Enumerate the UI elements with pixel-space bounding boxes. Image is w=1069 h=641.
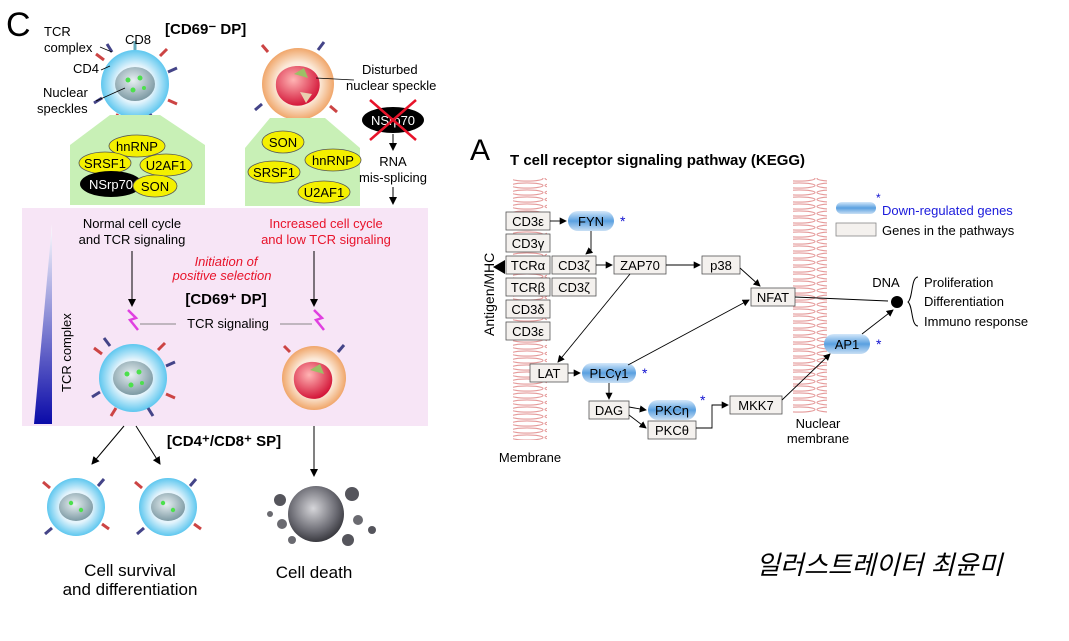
legend-pathway-genes: Genes in the pathways <box>882 223 1015 238</box>
outcome-differentiation: Differentiation <box>924 294 1004 309</box>
star-plcg1: * <box>642 365 648 381</box>
signal-bolt-right <box>313 309 325 331</box>
cross-mark <box>369 99 417 141</box>
cd69pos-title: [CD69⁺ DP] <box>185 291 266 308</box>
rna-label: RNA <box>379 154 407 169</box>
outcome-proliferation: Proliferation <box>924 275 993 290</box>
box-mkk7: MKK7 <box>738 398 773 413</box>
label-tcr: TCR <box>44 24 71 39</box>
factor-srsf1-right: SRSF1 <box>253 165 295 180</box>
outcome-brace <box>907 276 919 327</box>
normal-cycle-2: and TCR signaling <box>79 232 186 247</box>
signal-bolt-left <box>127 309 139 331</box>
survival-2: and differentiation <box>63 580 198 599</box>
box-cd3e-top: CD3ε <box>512 214 544 229</box>
tcr-complex-gradient-label: TCR complex <box>59 313 74 392</box>
cd69pos-disturbed-cell <box>282 344 346 410</box>
cell-part-labels: TCR complex CD8 CD4 Nuclear speckles <box>37 24 151 116</box>
label-disturbed: Disturbed <box>362 62 418 77</box>
label-complex: complex <box>44 40 93 55</box>
sp-cell-2 <box>134 478 202 536</box>
box-cd3z-1: CD3ζ <box>558 258 590 273</box>
factor-hnrnp-left: hnRNP <box>116 139 158 154</box>
pathway-boxes: CD3ε CD3γ TCRα TCRβ CD3δ CD3ε CD3ζ CD3ζ … <box>505 211 796 440</box>
tcr-gradient-triangle <box>34 224 52 424</box>
tcr-signaling-label: TCR signaling <box>187 316 269 331</box>
dna-dot <box>891 296 903 308</box>
sp-cell-1 <box>42 478 110 536</box>
box-nfat: NFAT <box>757 290 789 305</box>
box-dag: DAG <box>595 403 623 418</box>
legend-pill-swatch <box>836 202 876 214</box>
label-nuclear: Nuclear <box>43 85 88 100</box>
dna-label: DNA <box>872 275 900 290</box>
nuclear-membrane <box>793 178 827 413</box>
box-tcra: TCRα <box>511 258 546 273</box>
panel-a-letter: A <box>470 134 490 167</box>
nuclear-label-2: membrane <box>787 431 849 446</box>
gene-plcg1: PLCγ1 <box>589 366 628 381</box>
box-p38: p38 <box>710 258 732 273</box>
illustrator-signature: 일러스트레이터 최윤미 <box>756 550 1005 580</box>
pathway-arrows <box>550 217 894 429</box>
label-cd4: CD4 <box>73 61 99 76</box>
legend-box-swatch <box>835 222 877 237</box>
nuclear-label-1: Nuclear <box>796 416 841 431</box>
label-speckles: speckles <box>37 101 88 116</box>
star-fyn: * <box>620 213 626 229</box>
panel-a-title: T cell receptor signaling pathway (KEGG) <box>510 152 805 169</box>
antigen-label: Antigen/MHC <box>481 253 497 336</box>
cd69neg-title: [CD69⁻ DP] <box>165 21 246 38</box>
star-ap1: * <box>876 336 882 352</box>
factor-u2af1-right: U2AF1 <box>304 185 344 200</box>
factor-son-left: SON <box>141 179 169 194</box>
factor-srsf1-left: SRSF1 <box>84 156 126 171</box>
normal-cycle-1: Normal cell cycle <box>83 216 181 231</box>
box-cd3z-2: CD3ζ <box>558 280 590 295</box>
sp-title: [CD4⁺/CD8⁺ SP] <box>167 433 281 450</box>
survival-1: Cell survival <box>84 561 176 580</box>
gene-ap1: AP1 <box>835 337 860 352</box>
cd69pos-normal-cell <box>91 337 176 417</box>
cd69neg-normal-cell <box>93 41 178 123</box>
label-disturbed-speckle: nuclear speckle <box>346 78 436 93</box>
box-cd3d: CD3δ <box>511 302 544 317</box>
box-cd3e-bottom: CD3ε <box>512 324 544 339</box>
label-cd8: CD8 <box>125 32 151 47</box>
box-zap70: ZAP70 <box>620 258 660 273</box>
left-splicing-factors: hnRNP SRSF1 U2AF1 NSrp70 SON <box>78 134 193 198</box>
increased-cycle-1: Increased cell cycle <box>269 216 382 231</box>
mis-splicing-label: mis-splicing <box>359 170 427 185</box>
legend-downregulated: Down-regulated genes <box>882 203 1013 218</box>
dead-cell <box>267 486 376 546</box>
initiation-1: Initiation of <box>195 254 259 269</box>
factor-son-right: SON <box>269 135 297 150</box>
factor-u2af1-left: U2AF1 <box>146 158 186 173</box>
star-pkcn: * <box>700 392 706 408</box>
increased-cycle-2: and low TCR signaling <box>261 232 391 247</box>
cd69neg-disturbed-cell <box>254 41 338 120</box>
box-pkct: PKCθ <box>655 423 689 438</box>
box-tcrb: TCRβ <box>511 280 545 295</box>
factor-nsrp70-left: NSrp70 <box>89 177 133 192</box>
factor-hnrnp-right: hnRNP <box>312 153 354 168</box>
death-label: Cell death <box>276 563 353 582</box>
membrane-label: Membrane <box>499 450 561 465</box>
outcome-immuno-response: Immuno response <box>924 314 1028 329</box>
gene-pkcn: PKCη <box>655 403 689 418</box>
label-leaders <box>95 46 126 102</box>
antigen-triangle <box>493 260 505 274</box>
panel-c-letter: C <box>6 6 31 44</box>
box-cd3g: CD3γ <box>512 236 545 251</box>
positive-selection-band <box>22 208 428 426</box>
downregulated-genes: FYN * PLCγ1 * PKCη * AP1 * <box>568 211 882 420</box>
right-splicing-factors: SON hnRNP SRSF1 U2AF1 <box>247 130 362 204</box>
gene-fyn: FYN <box>578 214 604 229</box>
initiation-2: positive selection <box>172 268 272 283</box>
box-lat: LAT <box>538 366 561 381</box>
legend-star: * <box>876 191 881 205</box>
